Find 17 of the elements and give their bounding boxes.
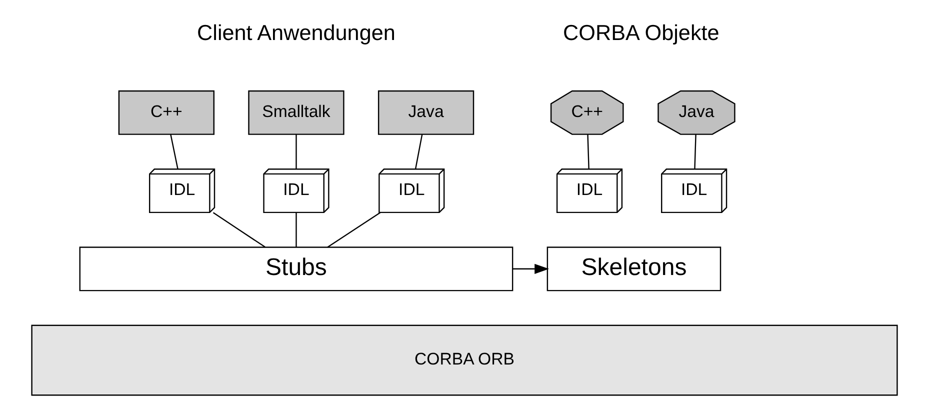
- node-box: Skeletons: [546, 246, 721, 292]
- connector: [170, 134, 178, 170]
- connector: [212, 212, 265, 248]
- node-box: Stubs: [78, 246, 513, 292]
- connector: [295, 134, 296, 169]
- connector: [295, 212, 296, 248]
- node-box: C++: [118, 90, 214, 135]
- connector: [414, 134, 422, 170]
- node-box: Smalltalk: [248, 90, 344, 135]
- connector: [586, 134, 589, 169]
- connector: [694, 134, 696, 169]
- label: Client Anwendungen: [196, 20, 395, 45]
- connector: [326, 212, 380, 248]
- node-box: Java: [377, 90, 474, 135]
- label: CORBA Objekte: [562, 20, 719, 45]
- node-box: CORBA ORB: [30, 324, 898, 396]
- arrow: [512, 264, 549, 274]
